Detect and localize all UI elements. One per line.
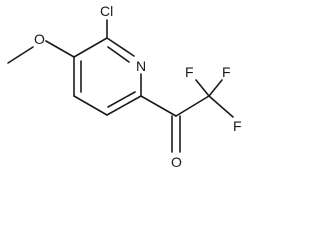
- structure-diagram: Cl N O O F F F: [7, 3, 242, 170]
- bond-c4-c5: [73, 95, 108, 116]
- atom-label-fluorine-right: F: [233, 118, 242, 134]
- bond-o-methyl: [7, 46, 34, 64]
- bond-c5-c6: [106, 95, 142, 116]
- bond-c6-carbonyl: [140, 95, 177, 117]
- bond-n1-c2-inner: [107, 46, 130, 63]
- bond-n1-c2: [106, 37, 135, 57]
- atom-label-fluorine-top-left: F: [185, 64, 194, 80]
- atom-label-carbonyl-oxygen: O: [171, 154, 182, 170]
- atom-label-nitrogen: N: [136, 58, 146, 74]
- bond-cf3-f-top-right: [208, 79, 223, 97]
- atom-label-methoxy-oxygen: O: [34, 31, 45, 47]
- bond-cf3-f-right: [208, 95, 234, 118]
- bond-carbonyl-cf3: [175, 95, 210, 117]
- bond-c5-c6-inner: [107, 91, 136, 108]
- atom-label-fluorine-top-right: F: [222, 64, 231, 80]
- bond-c3-o: [45, 40, 75, 58]
- atom-label-chlorine: Cl: [100, 3, 113, 19]
- bond-c2-c3: [73, 37, 108, 58]
- bond-cf3-f-top-left: [195, 79, 210, 97]
